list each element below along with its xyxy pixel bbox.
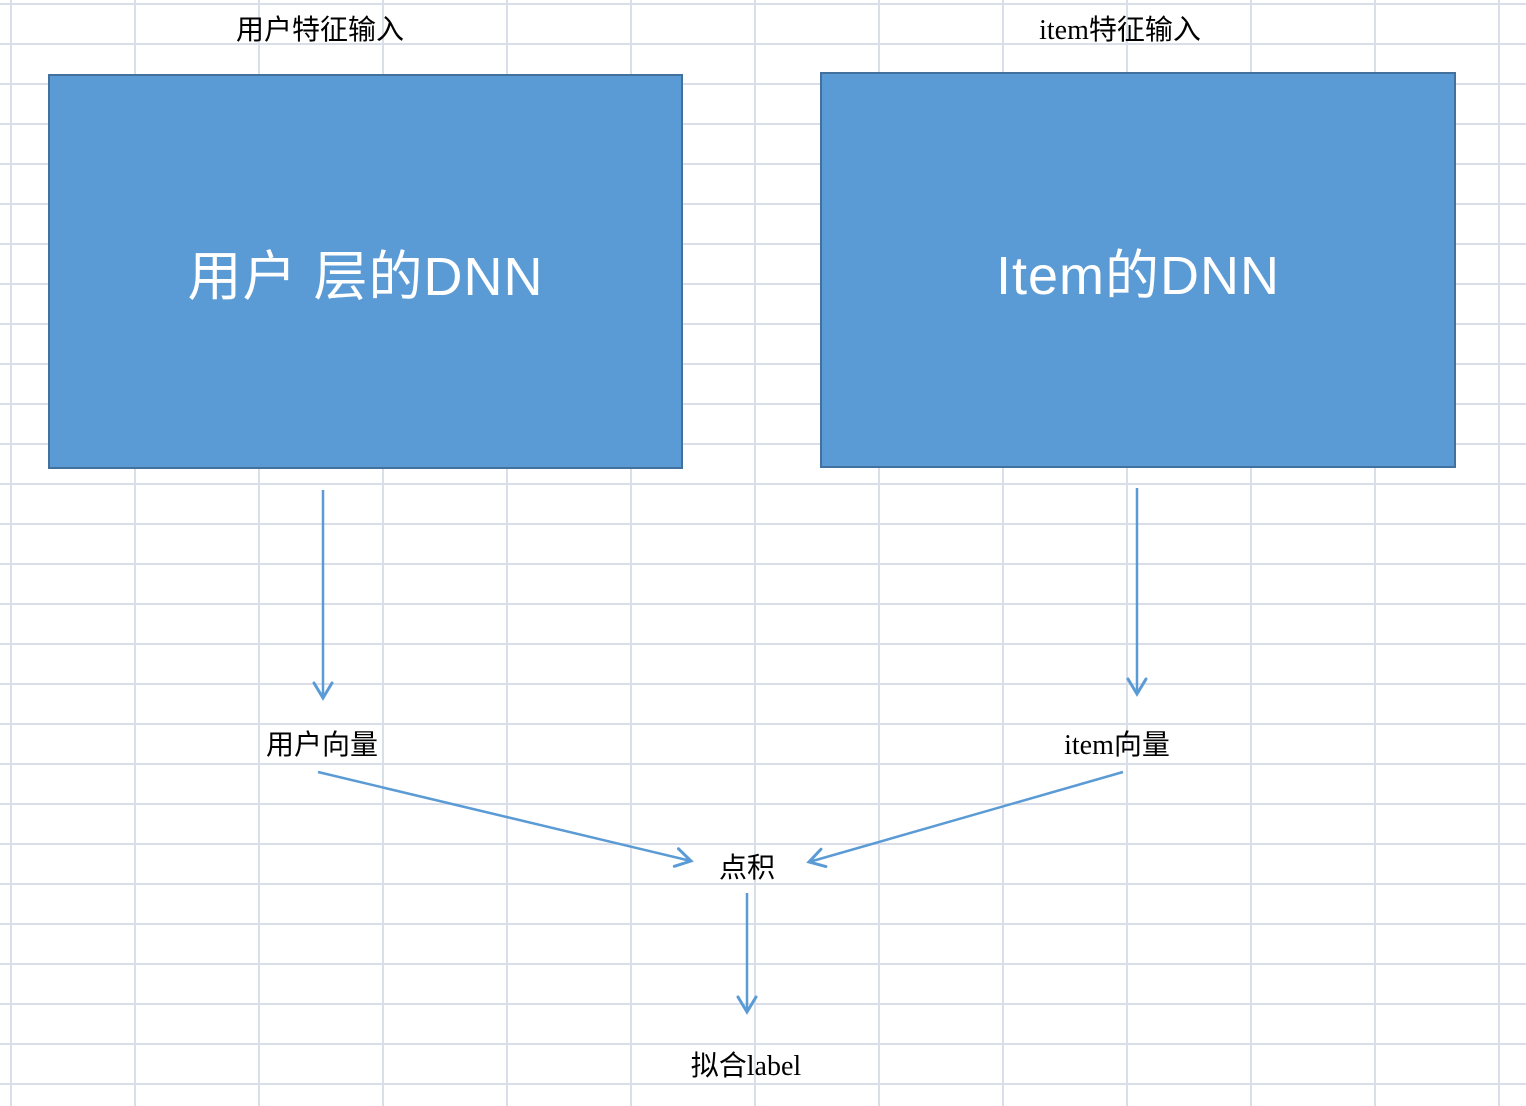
dot-product-label: 点积	[718, 853, 775, 884]
item-dnn-box[interactable]: Item的DNN	[820, 72, 1456, 468]
fit-label-output-label: 拟合label	[690, 1051, 802, 1082]
user-dnn-box-label: 用户 层的DNN	[187, 247, 544, 307]
item-vector-to-dot-product-arrow	[806, 770, 1124, 869]
item-dnn-box-label: Item的DNN	[995, 245, 1280, 306]
user-dnn-box[interactable]: 用户 层的DNN	[48, 74, 683, 469]
user-feature-input-label: 用户特征输入	[235, 15, 404, 46]
item-feature-input-label: item特征输入	[1039, 15, 1201, 46]
user-vector-to-dot-product-arrow	[317, 770, 694, 868]
user-vector-label: 用户向量	[265, 730, 378, 761]
item-vector-label: item向量	[1064, 730, 1170, 761]
